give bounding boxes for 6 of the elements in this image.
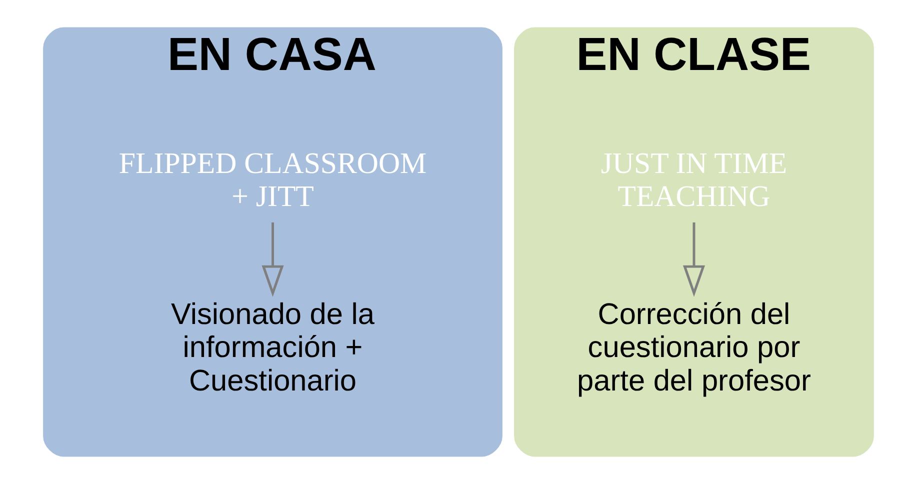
node-text: FLIPPED CLASSROOM + JITT [118,147,427,214]
node-text: Corrección del cuestionario por parte del profesor [577,298,811,398]
node-text: JUST IN TIME TEACHING [600,147,788,214]
node-text: Visionado de la información + Cuestionario [170,298,375,398]
arrow [682,222,706,297]
arrow [262,222,284,297]
